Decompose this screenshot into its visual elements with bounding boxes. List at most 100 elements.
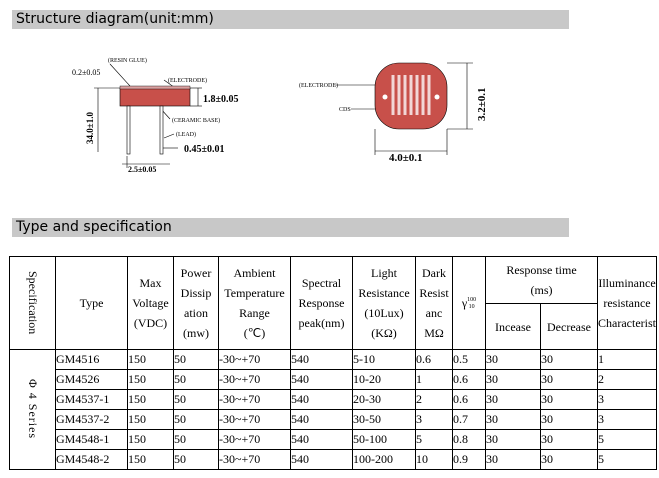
dim-top-label: 0.2±0.05 [72,68,100,77]
cell-inc: 30 [485,349,541,370]
electrode-label-left: (ELECTRODE) [168,77,207,84]
cell-spectral: 540 [290,389,353,410]
cell-temp: -30~+70 [218,449,291,470]
cell-power: 50 [173,449,219,470]
cell-temp: -30~+70 [218,349,291,370]
spec-header: Specification [9,256,56,350]
cell-light: 20-30 [352,389,416,410]
cell-ill: 5 [597,449,657,470]
cell-spectral: 540 [290,449,353,470]
top-view-diagram: (ELECTRODE) CDS 3.2±0.1 4.0±0.1 [299,62,488,164]
cell-spectral: 540 [290,429,353,450]
cell-ill: 5 [597,429,657,450]
cell-power: 50 [173,429,219,450]
dim-width-right: 4.0±0.1 [389,152,423,164]
cell-dec: 30 [540,429,598,450]
cell-dec: 30 [540,389,598,410]
cell-light: 5-10 [352,349,416,370]
cell-gamma: 0.6 [452,369,486,390]
cell-inc: 30 [485,389,541,410]
cell-light: 100-200 [352,449,416,470]
cell-inc: 30 [485,369,541,390]
cell-type: GM4526 [55,369,128,390]
cell-inc: 30 [485,409,541,430]
cell-power: 50 [173,369,219,390]
cell-spectral: 540 [290,409,353,430]
cell-dark: 10 [415,449,453,470]
cell-type: GM4537-1 [55,389,128,410]
structure-section-header: Structure diagram(unit:mm) [12,10,569,29]
cell-temp: -30~+70 [218,409,291,430]
dim-pitch-label: 2.5±0.05 [128,165,156,174]
lead-left [126,105,131,155]
cell-power: 50 [173,389,219,410]
dim-height-right: 3.2±0.1 [476,87,488,121]
cell-dark: 5 [415,429,453,450]
cell-gamma: 0.5 [452,349,486,370]
cell-spectral: 540 [290,349,353,370]
cell-gamma: 0.7 [452,409,486,430]
dim-electrode-label: 1.8±0.05 [203,94,239,105]
structure-section-title: Structure diagram(unit:mm) [16,11,214,27]
cell-inc: 30 [485,449,541,470]
cell-dark: 3 [415,409,453,430]
header-row-2: Incease Decrease [10,303,657,350]
cell-voltage: 150 [127,449,174,470]
cell-temp: -30~+70 [218,429,291,450]
cell-dec: 30 [540,369,598,390]
cell-dark: 2 [415,389,453,410]
cell-spectral: 540 [290,369,353,390]
decrease-header: Decrease [540,303,598,350]
cell-temp: -30~+70 [218,389,291,410]
cell-type: GM4548-1 [55,429,128,450]
dim-lead-label: 0.45±0.01 [184,144,225,155]
cell-gamma: 0.6 [452,389,486,410]
cell-light: 30-50 [352,409,416,430]
cell-gamma: 0.8 [452,429,486,450]
cell-dec: 30 [540,449,598,470]
cell-gamma: 0.9 [452,449,486,470]
cell-dark: 1 [415,369,453,390]
cell-dec: 30 [540,409,598,430]
cell-power: 50 [173,409,219,430]
cell-ill: 3 [597,409,657,430]
cell-ill: 2 [597,369,657,390]
cell-voltage: 150 [127,429,174,450]
cell-voltage: 150 [127,369,174,390]
cell-light: 10-20 [352,369,416,390]
component-body [119,87,191,107]
lead-right [159,105,164,155]
cell-voltage: 150 [127,409,174,430]
lead-label: (LEAD) [176,131,196,138]
cell-voltage: 150 [127,349,174,370]
cell-voltage: 150 [127,389,174,410]
cell-light: 50-100 [352,429,416,450]
cds-label: CDS [339,107,351,113]
series-label: Φ 4 Series [9,349,56,470]
ceramic-label: (CERAMIC BASE) [172,117,220,124]
electrode-label-right: (ELECTRODE) [299,82,338,89]
cell-inc: 30 [485,429,541,450]
type-header: Type [55,256,128,350]
side-view-diagram: 0.2±0.05 (RESIN GLUE) (ELECTRODE) 1.8±0.… [72,57,239,174]
cell-dec: 30 [540,349,598,370]
cell-power: 50 [173,349,219,370]
spec-section-header: Type and specification [12,218,569,237]
cell-temp: -30~+70 [218,369,291,390]
spec-section-title: Type and specification [16,219,172,235]
